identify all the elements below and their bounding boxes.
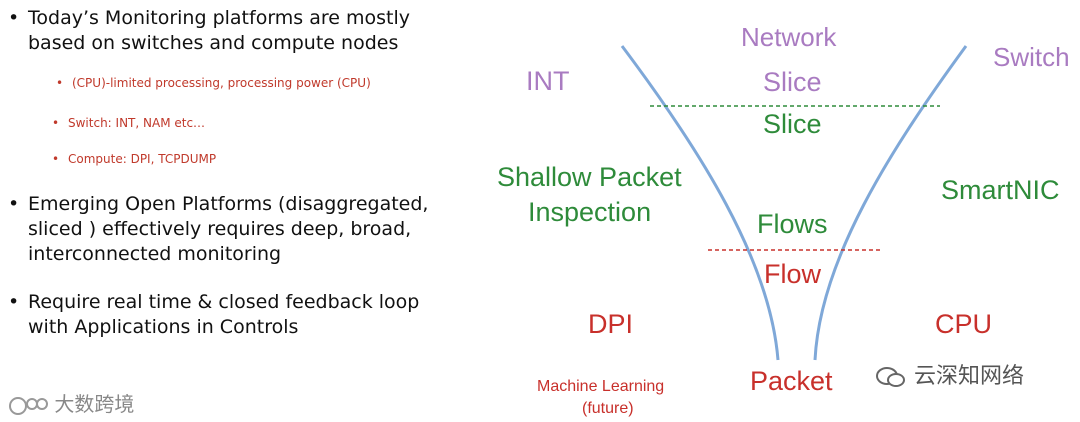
switch-label: Switch: [993, 42, 1070, 72]
bullet-text: Emerging Open Platforms (disaggregated, …: [28, 193, 429, 265]
shallow-packet-label: Shallow Packet: [497, 162, 682, 192]
future-label: (future): [582, 400, 634, 417]
watermark-right-text: 云深知网络: [914, 364, 1025, 389]
sub-bullet-dot: •: [52, 116, 60, 130]
funnel-right-curve: [813, 45, 968, 361]
machine-learning-label: Machine Learning: [537, 378, 665, 395]
watermark-right: 云深知网络: [875, 358, 1024, 390]
bullet-dot: •: [8, 193, 20, 215]
flow-label: Flow: [764, 259, 822, 289]
wechat-icon: [875, 365, 907, 389]
bullet-dot: •: [8, 7, 20, 29]
watermark-logo-icon: [8, 395, 48, 417]
slice-bottom-label: Slice: [763, 109, 822, 139]
bullet-text: Require real time & closed feedback loop…: [28, 291, 420, 338]
dpi-label: DPI: [588, 309, 634, 339]
bullet-text: Today’s Monitoring platforms are mostly …: [28, 7, 411, 54]
flows-label: Flows: [757, 209, 828, 239]
cpu-label: CPU: [935, 309, 993, 339]
sub-bullet-dot: •: [56, 76, 64, 90]
funnel-left-curve: [620, 45, 780, 361]
inspection-label: Inspection: [528, 197, 652, 227]
sub-bullet-dot: •: [52, 152, 60, 166]
slice-top-label: Slice: [763, 67, 822, 97]
sub-bullet-text: Switch: INT, NAM etc…: [68, 116, 206, 130]
packet-label: Packet: [750, 366, 833, 396]
watermark-left-text: 大数跨境: [54, 392, 135, 416]
network-label: Network: [741, 22, 837, 52]
sub-bullet-text: Compute: DPI, TCPDUMP: [68, 152, 217, 166]
smartnic-label: SmartNIC: [941, 175, 1060, 205]
bullet-dot: •: [8, 291, 20, 313]
int-label: INT: [526, 66, 570, 96]
watermark-left: 大数跨境: [8, 388, 134, 417]
sub-bullet-text: (CPU)-limited processing, processing pow…: [72, 76, 371, 90]
